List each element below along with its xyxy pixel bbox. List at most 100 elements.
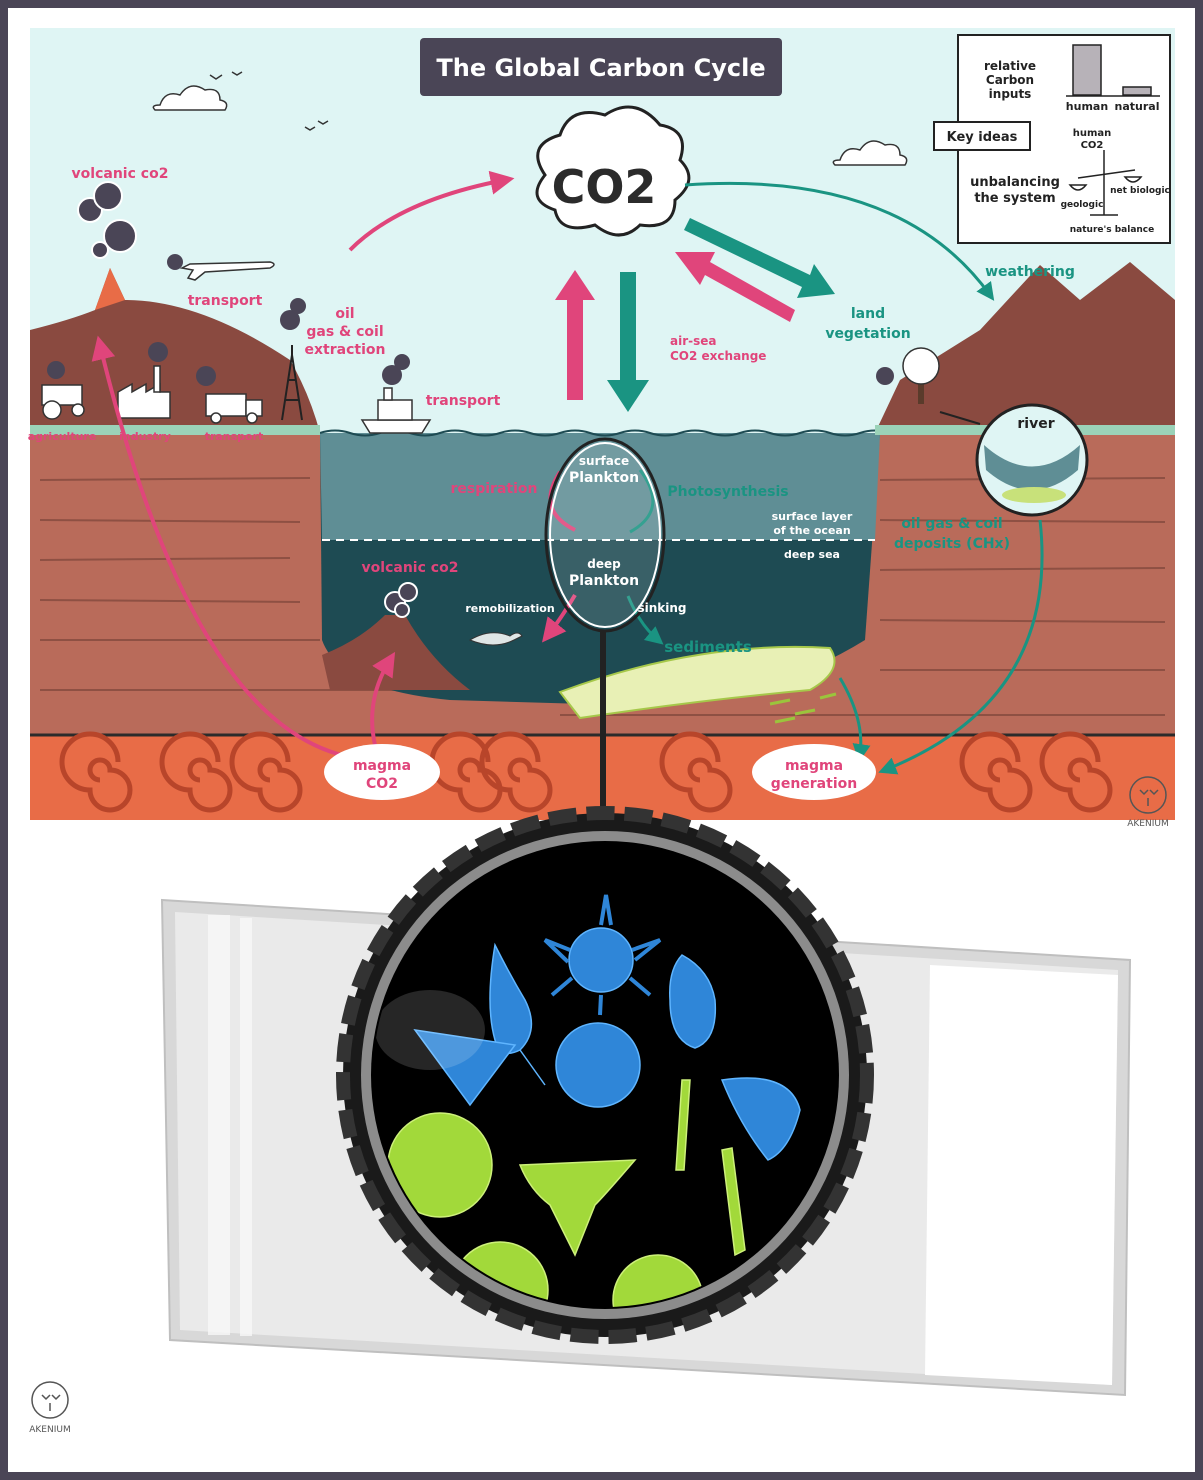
legend-key-ideas: Key ideas	[947, 130, 1018, 145]
label-deposits-2: deposits (CHx)	[894, 536, 1010, 552]
label-oil-2: gas & coil	[306, 324, 383, 340]
whale-icon	[468, 632, 523, 646]
label-industry: industry	[119, 430, 171, 443]
title-box	[420, 38, 782, 96]
co2-label: CO2	[552, 160, 657, 214]
teal-flow-arrows	[626, 181, 1044, 775]
sea-to-air-arrow	[555, 270, 595, 400]
label-surface-layer-2: of the ocean	[773, 524, 850, 537]
photosynthesis-curve	[629, 469, 655, 534]
label-agriculture: agriculture	[28, 430, 97, 443]
air-to-vegetation-arrow	[684, 218, 835, 298]
label-sinking: sinking	[637, 601, 686, 615]
crust-strata	[39, 477, 1166, 716]
label-land: land	[851, 306, 885, 322]
human-input-bar	[1072, 44, 1102, 96]
signature-bottom: AKENIUM	[29, 1425, 70, 1435]
lens-glare	[375, 990, 485, 1070]
label-surface-plankton-1: surface	[579, 454, 629, 468]
label-surface-layer-1: surface layer	[772, 510, 853, 523]
signature-top: AKENIUM	[1127, 819, 1168, 829]
legend-human-co2-2: CO2	[1081, 140, 1104, 151]
legend-human: human	[1066, 100, 1108, 113]
label-weathering: weathering	[985, 264, 1075, 280]
legend-natures-balance: nature's balance	[1070, 225, 1155, 235]
label-deep-plankton-2: Plankton	[569, 573, 639, 589]
label-sediments: sediments	[664, 638, 752, 656]
label-volcanic-sea: volcanic co2	[362, 560, 459, 576]
legend-human-co2-1: human	[1073, 128, 1112, 139]
label-deep-plankton-1: deep	[587, 557, 621, 571]
river-lens-pointer	[939, 411, 981, 425]
legend-natural: natural	[1115, 100, 1160, 113]
page-title: The Global Carbon Cycle	[436, 54, 765, 82]
label-volcanic-top: volcanic co2	[72, 166, 169, 182]
legend-relative: relative	[984, 59, 1036, 73]
label-respiration: respiration	[451, 481, 538, 497]
airplane-icon	[167, 254, 275, 281]
label-transport-plane: transport	[188, 293, 263, 309]
magma-to-seafloor-volcano-arrow	[370, 651, 396, 746]
sediment-flakes	[769, 692, 837, 724]
signature-logo-bottom-icon	[31, 1381, 69, 1419]
birds-icon	[209, 71, 329, 131]
label-air-sea-1: air-sea	[670, 334, 717, 348]
label-deposits-1: oil gas & coil	[901, 516, 1002, 532]
natural-input-bar	[1122, 86, 1152, 96]
legend-unbalancing-1: unbalancing	[970, 175, 1060, 190]
lens-grip-ridges	[336, 806, 874, 1344]
volcano-smoke-icon	[77, 181, 137, 259]
sinking-arrow	[626, 595, 664, 645]
remobilization-arrow	[542, 593, 577, 643]
ocean-surface-layer	[320, 433, 880, 540]
scale-icon	[1068, 150, 1143, 216]
factory-icon	[117, 342, 171, 419]
signature-logo-icon	[1129, 776, 1167, 814]
left-grass	[30, 425, 320, 435]
river-magnifier-icon	[975, 403, 1089, 517]
plankton-specimens	[375, 894, 801, 1307]
oil-rig-smoke-icon	[280, 298, 306, 330]
lens-handle-glare	[438, 1419, 472, 1471]
mantle-swirls	[59, 731, 1113, 813]
label-magma-generation-2: generation	[771, 776, 857, 792]
emission-to-co2-arrow	[348, 170, 515, 252]
label-surface-plankton-2: Plankton	[569, 470, 639, 486]
legend-carbon: Carbon	[986, 73, 1034, 87]
deposits-to-magma-arrow	[878, 519, 1044, 775]
label-photosynthesis: Photosynthesis	[667, 484, 788, 500]
seafloor-volcano	[322, 615, 470, 690]
label-magma-co2-2: CO2	[366, 776, 398, 792]
plankton-icon	[413, 894, 801, 1161]
sediment-layer	[558, 645, 836, 720]
diatom-icon	[387, 1079, 746, 1307]
legend-inputs: inputs	[989, 87, 1032, 101]
river-sediment	[1002, 487, 1066, 503]
oil-rig-icon	[281, 345, 303, 421]
label-transport-ship: transport	[426, 393, 501, 409]
co2-cloud-icon	[535, 105, 691, 237]
right-mountain	[875, 262, 1175, 433]
label-transport-truck: transport	[205, 430, 264, 443]
label-river: river	[1017, 416, 1054, 432]
label-magma-generation-1: magma	[785, 758, 843, 774]
legend-geologic: geologic	[1061, 200, 1104, 210]
volcano-lava-icon	[95, 268, 125, 310]
key-ideas-box	[933, 121, 1031, 151]
river-water	[984, 445, 1080, 490]
truck-icon	[196, 366, 263, 424]
weathering-arrow	[684, 181, 995, 301]
tree-icon	[876, 347, 940, 404]
label-vegetation: vegetation	[825, 326, 910, 342]
magma-to-volcano-arrow	[91, 335, 381, 762]
air-to-sea-arrow	[607, 272, 649, 412]
plankton-magnifier-icon	[549, 442, 661, 628]
label-deep-sea: deep sea	[784, 548, 840, 561]
magma-generation-bubble	[752, 744, 876, 800]
label-oil-3: extraction	[305, 342, 386, 358]
label-air-sea-2: CO2 exchange	[670, 349, 766, 363]
label-magma-co2-1: magma	[353, 758, 411, 774]
magma-co2-bubble	[324, 744, 440, 800]
label-oil-1: oil	[335, 306, 354, 322]
